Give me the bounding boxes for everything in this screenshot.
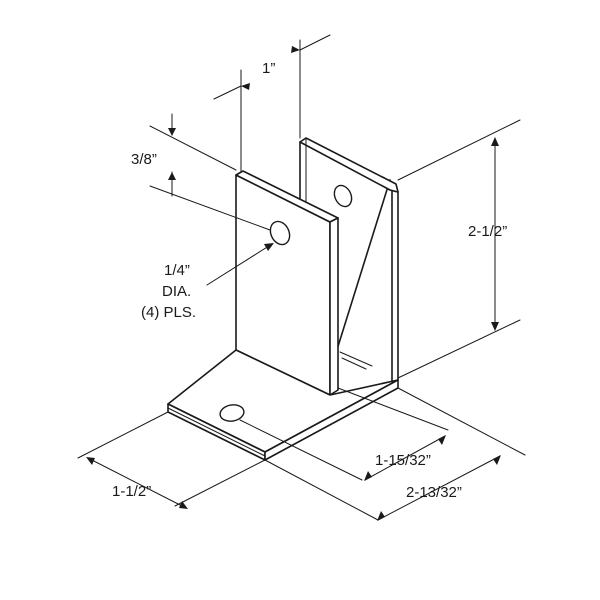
hole-qty-label: (4) PLS. (141, 304, 196, 321)
dim-base-depth-label: 1-1/2” (112, 483, 151, 500)
dim-base-depth: 1-1/2” (77, 411, 266, 509)
hole-size-label: 1/4” (164, 262, 190, 279)
dim-height-label: 2-1/2” (468, 223, 507, 240)
hole-dia-label: DIA. (162, 283, 191, 300)
dim-leg-inner-label: 1-15/32” (375, 452, 431, 469)
hole-callout: 1/4” DIA. (4) PLS. (141, 243, 274, 321)
dim-hole-offset-label: 3/8” (131, 151, 157, 168)
dim-height: 2-1/2” (397, 119, 521, 379)
dim-leg-outer: 2-13/32” (264, 387, 526, 521)
dim-flange-spacing: 1” (213, 34, 331, 173)
dim-leg-inner: 1-15/32” (239, 387, 449, 481)
base-plate (167, 349, 399, 461)
base-plate-hole (219, 404, 245, 422)
dim-flange-spacing-label: 1” (262, 60, 275, 77)
dim-hole-offset: 3/8” (131, 113, 271, 231)
dim-leg-outer-label: 2-13/32” (406, 484, 462, 501)
front-flange-hole (269, 220, 291, 246)
rear-flange-hole (333, 184, 353, 208)
